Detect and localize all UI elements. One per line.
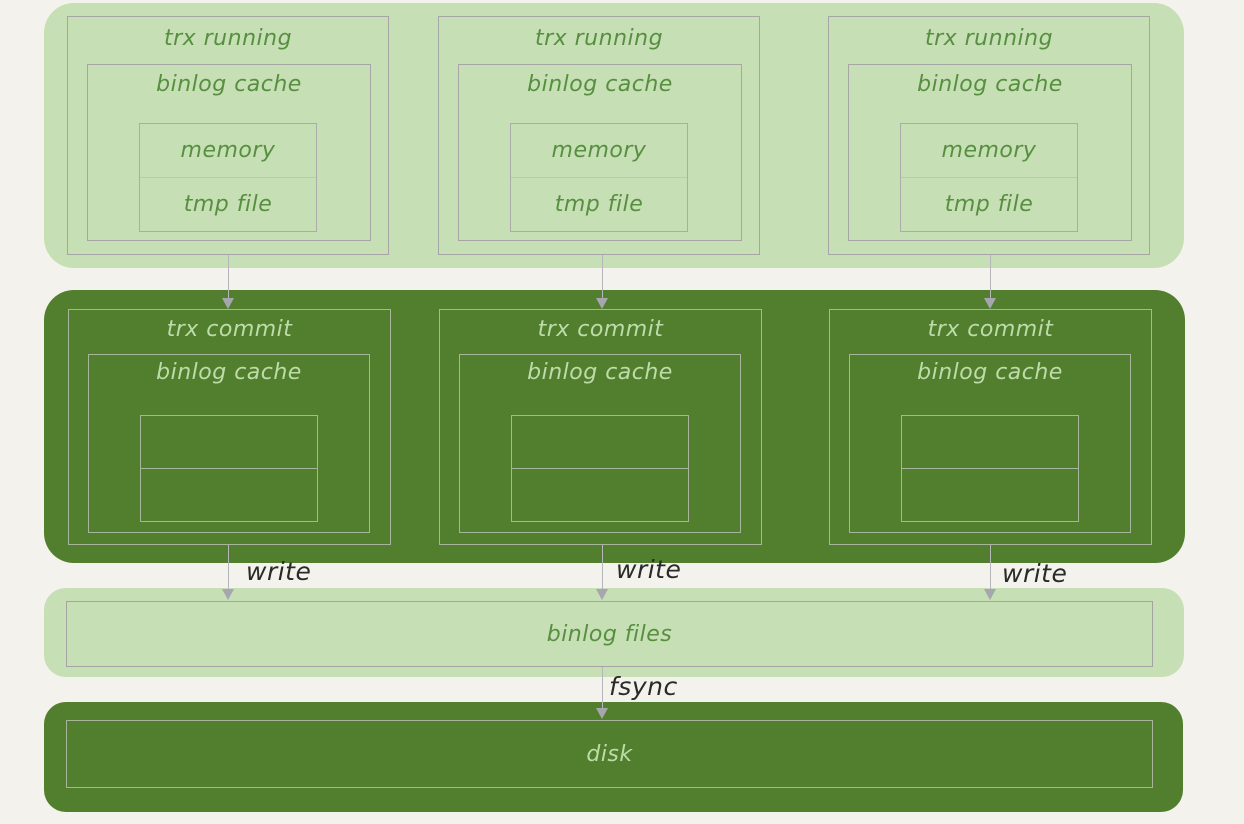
trx-commit-title: trx commit — [166, 317, 293, 342]
tmp-file-cell: tmp file — [944, 192, 1034, 217]
down-arrow-line — [228, 255, 229, 298]
memory-cell: memory — [140, 124, 316, 178]
disk-box: disk — [66, 720, 1153, 788]
empty-slot — [141, 469, 317, 521]
binlog-files-bar: binlog files — [44, 588, 1184, 677]
down-arrow-icon — [222, 589, 234, 600]
down-arrow-icon — [984, 298, 996, 309]
memory-cell: memory — [511, 124, 687, 178]
cache-storage-box: memory tmp file — [900, 123, 1078, 232]
binlog-files-box: binlog files — [66, 601, 1153, 667]
trx-running-card: trx running binlog cache memory tmp file — [828, 16, 1150, 255]
down-arrow-icon — [596, 589, 608, 600]
trx-commit-card: trx commit binlog cache — [439, 309, 762, 545]
tmp-file-cell: tmp file — [554, 192, 644, 217]
binlog-cache-title: binlog cache — [156, 72, 302, 97]
trx-commit-title: trx commit — [927, 317, 1054, 342]
empty-slot — [902, 469, 1078, 521]
cache-slot-box — [511, 415, 689, 522]
cache-slot-box — [140, 415, 318, 522]
down-arrow-line — [990, 545, 991, 589]
memory-cell: memory — [901, 124, 1077, 178]
down-arrow-icon — [596, 298, 608, 309]
down-arrow-icon — [596, 708, 608, 719]
down-arrow-line — [602, 255, 603, 298]
write-label: write — [616, 555, 682, 584]
trx-running-title: trx running — [163, 26, 293, 51]
trx-running-title: trx running — [534, 26, 664, 51]
write-label: write — [246, 557, 312, 586]
cache-slot-box — [901, 415, 1079, 522]
empty-slot — [512, 469, 688, 521]
binlog-cache-box: binlog cache memory tmp file — [458, 64, 742, 241]
trx-commit-band — [44, 290, 1185, 563]
disk-bar: disk — [44, 702, 1183, 812]
cache-storage-box: memory tmp file — [139, 123, 317, 232]
empty-slot — [902, 416, 1078, 469]
trx-running-card: trx running binlog cache memory tmp file — [67, 16, 389, 255]
empty-slot — [141, 416, 317, 469]
down-arrow-line — [990, 255, 991, 298]
trx-commit-card: trx commit binlog cache — [829, 309, 1152, 545]
down-arrow-line — [228, 545, 229, 589]
fsync-label: fsync — [609, 672, 678, 701]
binlog-cache-title: binlog cache — [917, 360, 1063, 385]
cache-storage-box: memory tmp file — [510, 123, 688, 232]
tmp-file-cell: tmp file — [183, 192, 273, 217]
trx-running-band — [44, 3, 1184, 268]
binlog-cache-box: binlog cache memory tmp file — [87, 64, 371, 241]
commit-binlog-cache-box: binlog cache — [459, 354, 741, 533]
binlog-files-band — [44, 588, 1184, 677]
binlog-cache-title: binlog cache — [527, 72, 673, 97]
binlog-cache-box: binlog cache memory tmp file — [848, 64, 1132, 241]
binlog-cache-title: binlog cache — [156, 360, 302, 385]
trx-running-title: trx running — [924, 26, 1054, 51]
trx-commit-card: trx commit binlog cache — [68, 309, 391, 545]
empty-slot — [512, 416, 688, 469]
write-label: write — [1002, 559, 1068, 588]
commit-binlog-cache-box: binlog cache — [849, 354, 1131, 533]
trx-commit-title: trx commit — [537, 317, 664, 342]
down-arrow-line — [602, 545, 603, 589]
down-arrow-icon — [222, 298, 234, 309]
binlog-cache-title: binlog cache — [527, 360, 673, 385]
commit-binlog-cache-box: binlog cache — [88, 354, 370, 533]
binlog-cache-title: binlog cache — [917, 72, 1063, 97]
down-arrow-line — [602, 667, 603, 708]
down-arrow-icon — [984, 589, 996, 600]
trx-running-card: trx running binlog cache memory tmp file — [438, 16, 760, 255]
